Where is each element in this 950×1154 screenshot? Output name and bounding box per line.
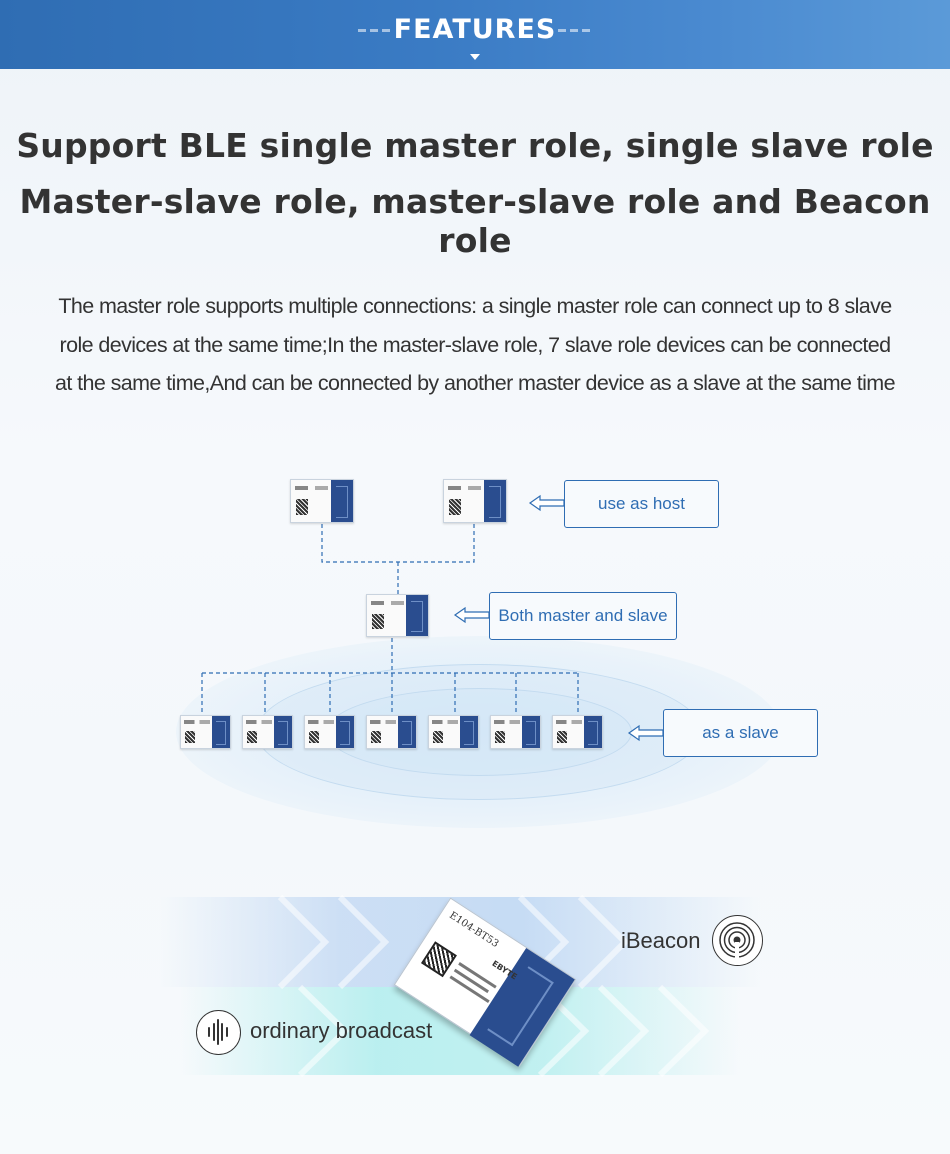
banner-left-dashes — [358, 29, 392, 32]
headline-line-2: Master-slave role, master-slave role and… — [19, 182, 931, 260]
ordinary-broadcast-label: ordinary broadcast — [250, 1018, 433, 1043]
slave-module — [428, 715, 479, 749]
banner-right-dashes — [558, 29, 592, 32]
slave-callout: as a slave — [663, 709, 818, 757]
ibeacon-label: iBeacon — [621, 928, 701, 953]
slave-module — [180, 715, 231, 749]
intro-line-3: at the same time,And can be connected by… — [55, 371, 896, 395]
sound-wave-icon — [196, 1010, 241, 1055]
ibeacon-signal-icon — [712, 915, 763, 966]
host-callout: use as host — [564, 480, 719, 528]
intro-paragraph: The master role supports multiple connec… — [45, 287, 905, 403]
slave-module — [490, 715, 541, 749]
headline-line-1: Support BLE single master role, single s… — [16, 126, 934, 165]
qr-code-icon — [420, 941, 457, 978]
master-slave-module — [366, 594, 429, 637]
host-module-2 — [443, 479, 507, 523]
chevron-down-icon — [470, 54, 480, 60]
slave-module — [242, 715, 293, 749]
host-module-1 — [290, 479, 354, 523]
slave-module — [366, 715, 417, 749]
slave-module — [552, 715, 603, 749]
master-slave-callout: Both master and slave — [489, 592, 677, 640]
intro-line-2: role devices at the same time;In the mas… — [59, 332, 892, 357]
slave-module — [304, 715, 355, 749]
banner-title: FEATURES — [393, 14, 557, 45]
intro-line-1: The master role supports multiple connec… — [58, 294, 892, 318]
